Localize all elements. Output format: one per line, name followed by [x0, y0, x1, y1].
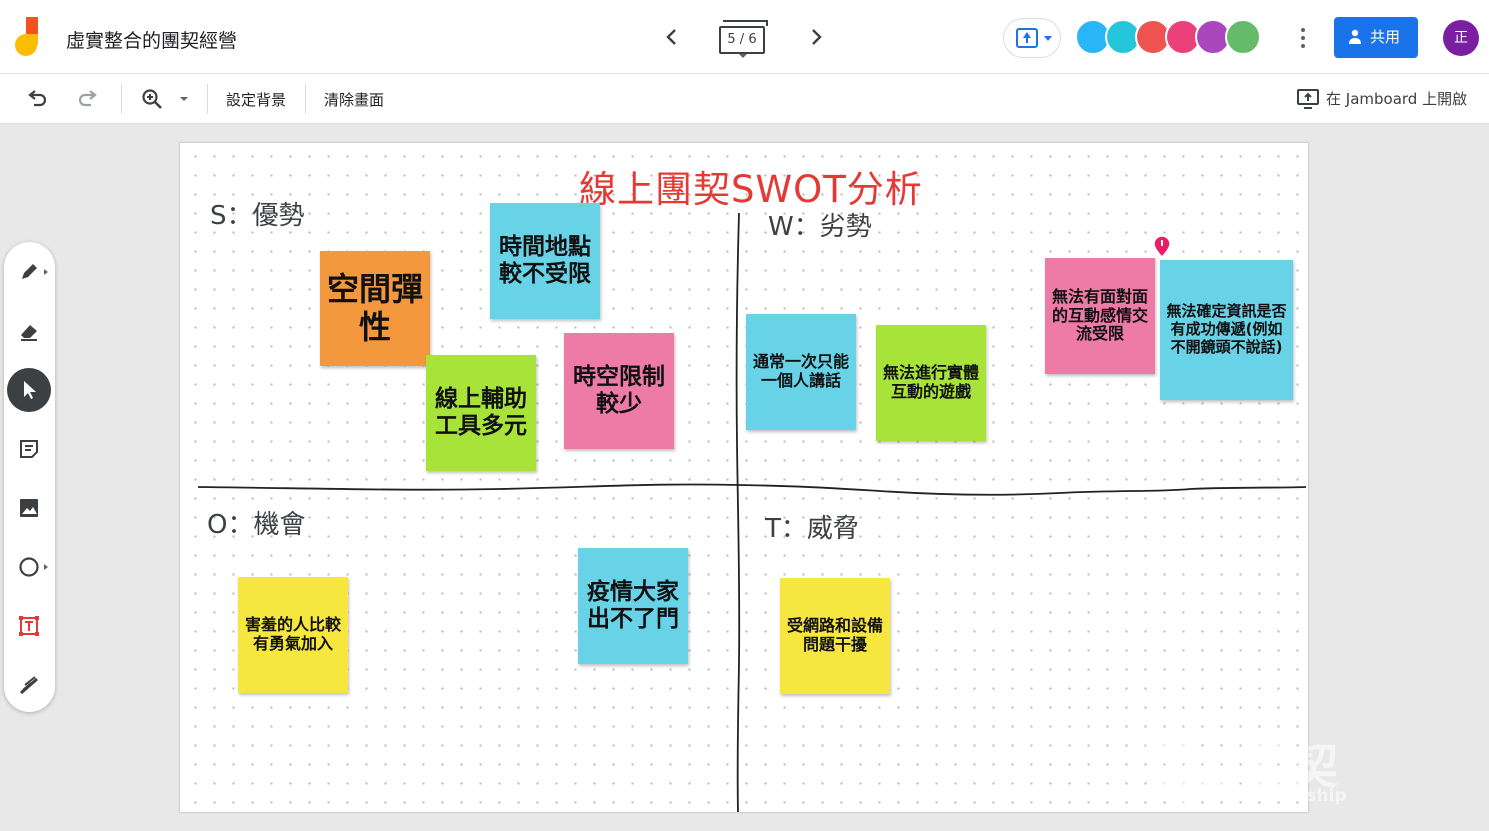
share-button[interactable]: 共用	[1334, 17, 1418, 58]
redo-icon	[78, 90, 97, 107]
present-button[interactable]	[1003, 18, 1061, 58]
set-background-button[interactable]: 設定背景	[226, 91, 287, 109]
eraser-icon	[21, 325, 37, 341]
undo-icon	[28, 90, 47, 107]
user-account-avatar[interactable]: 正	[1443, 20, 1479, 56]
tool-palette	[4, 242, 55, 712]
more-options-button[interactable]	[1293, 24, 1313, 52]
quadrant-label-opportunities[interactable]: O：機會	[207, 510, 306, 540]
pen-tool[interactable]	[7, 250, 51, 294]
quadrant-label-strengths[interactable]: S：優勢	[210, 201, 305, 231]
eraser-tool[interactable]	[7, 309, 51, 353]
sticky-note[interactable]: 時間地點較不受限	[490, 203, 600, 319]
sticky-note[interactable]: 害羞的人比較有勇氣加入	[238, 577, 348, 693]
chevron-down-icon	[180, 97, 188, 101]
quadrant-label-threats[interactable]: T：威脅	[765, 514, 859, 544]
pen-icon	[22, 264, 37, 279]
toolbar-divider	[305, 84, 306, 114]
sticky-note-icon	[20, 440, 38, 458]
previous-frame-button[interactable]	[657, 22, 687, 52]
cursor-icon	[24, 381, 36, 399]
top-bar: 虛實整合的團契經營 5 / 6 共用 正	[0, 0, 1489, 74]
sticky-note[interactable]: 受網路和設備問題干擾	[780, 578, 890, 694]
canvas-title[interactable]: 線上團契SWOT分析	[579, 168, 923, 211]
toolbar-divider	[121, 84, 122, 114]
sticky-note-tool[interactable]	[7, 427, 51, 471]
circle-shape-icon	[19, 557, 39, 577]
share-label: 共用	[1370, 28, 1401, 46]
frame-stack-icon	[723, 20, 768, 26]
image-tool[interactable]	[7, 486, 51, 530]
toolbar: 設定背景 清除畫面 在 Jamboard 上開啟	[0, 74, 1489, 124]
jamboard-logo[interactable]	[14, 17, 44, 57]
sticky-note[interactable]: 通常一次只能一個人講話	[746, 314, 856, 430]
open-in-jamboard-button[interactable]: 在 Jamboard 上開啟	[1297, 87, 1467, 111]
shape-tool[interactable]	[7, 545, 51, 589]
open-in-app-icon	[1297, 89, 1319, 109]
redo-button[interactable]	[75, 86, 101, 112]
present-icon	[1016, 28, 1038, 48]
zoom-button[interactable]	[139, 86, 165, 112]
watermark-logo-text: 福音團契	[1140, 739, 1341, 795]
chevron-right-icon	[44, 564, 48, 570]
sticky-note[interactable]: 空間彈性	[320, 251, 430, 366]
text-box-icon	[19, 616, 39, 636]
collaborator-avatars	[1075, 19, 1265, 57]
clear-frame-button[interactable]: 清除畫面	[324, 91, 385, 109]
chevron-down-icon	[739, 54, 747, 58]
chevron-right-icon	[44, 269, 48, 275]
collaborator-avatar-photo-avatar[interactable]	[1225, 19, 1261, 55]
jam-canvas[interactable]: 線上團契SWOT分析 S：優勢 W：劣勢 O：機會 T：威脅 空間彈性 時間地點…	[180, 143, 1308, 812]
quadrant-divider-lines	[197, 212, 1307, 812]
next-frame-button[interactable]	[801, 22, 831, 52]
watermark-subtitle: Evangelical Fellowship	[1130, 786, 1347, 806]
sticky-note[interactable]: 線上輔助工具多元	[426, 355, 536, 471]
quadrant-label-weaknesses[interactable]: W：劣勢	[768, 212, 872, 242]
text-box-tool[interactable]	[7, 604, 51, 648]
undo-button[interactable]	[24, 86, 50, 112]
sticky-note[interactable]: 疫情大家出不了門	[578, 548, 688, 664]
toolbar-divider	[207, 84, 208, 114]
sticky-note[interactable]: 無法確定資訊是否有成功傳遞(例如不開鏡頭不說話)	[1160, 260, 1293, 400]
person-icon	[1349, 29, 1361, 44]
select-tool[interactable]	[7, 368, 51, 412]
zoom-in-icon	[142, 89, 162, 109]
sticky-note[interactable]: 時空限制較少	[564, 333, 674, 449]
laser-pointer-icon	[20, 676, 38, 695]
open-in-jamboard-label: 在 Jamboard 上開啟	[1326, 90, 1468, 108]
sticky-note[interactable]: 無法進行實體互動的遊戲	[876, 325, 986, 441]
frame-indicator-label: 5 / 6	[719, 26, 765, 54]
document-title[interactable]: 虛實整合的團契經營	[66, 30, 238, 52]
image-icon	[20, 499, 38, 517]
map-pin-icon	[1153, 235, 1171, 259]
zoom-dropdown[interactable]	[178, 86, 190, 112]
frame-bar-toggle[interactable]: 5 / 6	[719, 20, 768, 58]
laser-tool[interactable]	[7, 663, 51, 707]
sticky-note[interactable]: 無法有面對面的互動感情交流受限	[1045, 258, 1155, 374]
chevron-down-icon	[1044, 36, 1052, 41]
